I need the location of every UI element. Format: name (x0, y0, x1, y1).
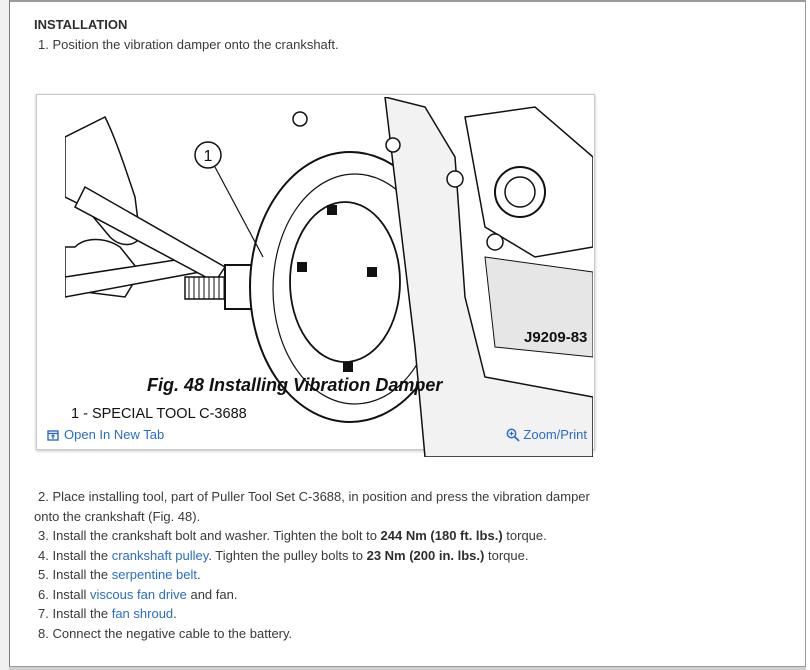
procedure-header: INSTALLATION 1. Position the vibration d… (34, 16, 794, 55)
pulley-torque-value: 23 Nm (200 in. lbs.) (366, 547, 485, 563)
step-1: 1. Position the vibration damper onto th… (38, 37, 339, 52)
figure-caption: Fig. 48 Installing Vibration Damper (147, 375, 443, 395)
open-tab-label: Open In New Tab (64, 427, 165, 442)
figure-legend: 1 - SPECIAL TOOL C-3688 (71, 406, 247, 422)
crankshaft-pulley-link[interactable]: crankshaft pulley (111, 547, 209, 563)
step-6: 6. Install viscous fan drive and fan. (38, 586, 238, 602)
open-tab-icon (47, 429, 59, 441)
zoom-print-link[interactable]: Zoom/Print (506, 427, 587, 442)
zoom-label: Zoom/Print (523, 427, 587, 442)
step-2-line-1: 2. Place installing tool, part of Puller… (38, 489, 590, 504)
step-3: 3. Install the crankshaft bolt and washe… (38, 528, 547, 543)
section-heading: INSTALLATION (34, 17, 128, 32)
viscous-fan-drive-link[interactable]: viscous fan drive (90, 586, 187, 602)
steps-list: 2. Place installing tool, part of Puller… (34, 487, 654, 643)
window-left-border (0, 0, 10, 670)
fan-shroud-link[interactable]: fan shroud (111, 606, 174, 621)
serpentine-belt-link[interactable]: serpentine belt (111, 567, 197, 582)
figure-part-code: J9209-83 (524, 329, 588, 346)
zoom-icon (506, 428, 521, 442)
open-in-new-tab-link[interactable]: Open In New Tab (47, 427, 164, 442)
step-5: 5. Install the serpentine belt. (38, 567, 201, 582)
figure-toolbar: Open In New Tab Zoom/Print (47, 427, 587, 447)
figure-card: 1 J9209-83 Fig. 48 Installing Vibration … (36, 94, 595, 457)
bolt-torque-value: 244 Nm (180 ft. lbs.) (380, 528, 503, 543)
vibration-damper-illustration: 1 (65, 97, 593, 457)
window-bottom-border (9, 666, 806, 670)
step-4: 4. Install the crankshaft pulley. Tighte… (38, 547, 529, 563)
step-8: 8. Connect the negative cable to the bat… (38, 625, 293, 641)
callout-number: 1 (204, 148, 213, 165)
window-top-border (9, 0, 806, 2)
window-right-border (805, 0, 810, 670)
step-2-line-2: onto the crankshaft (Fig. 48). (34, 508, 201, 524)
step-7: 7. Install the fan shroud. (38, 606, 177, 621)
